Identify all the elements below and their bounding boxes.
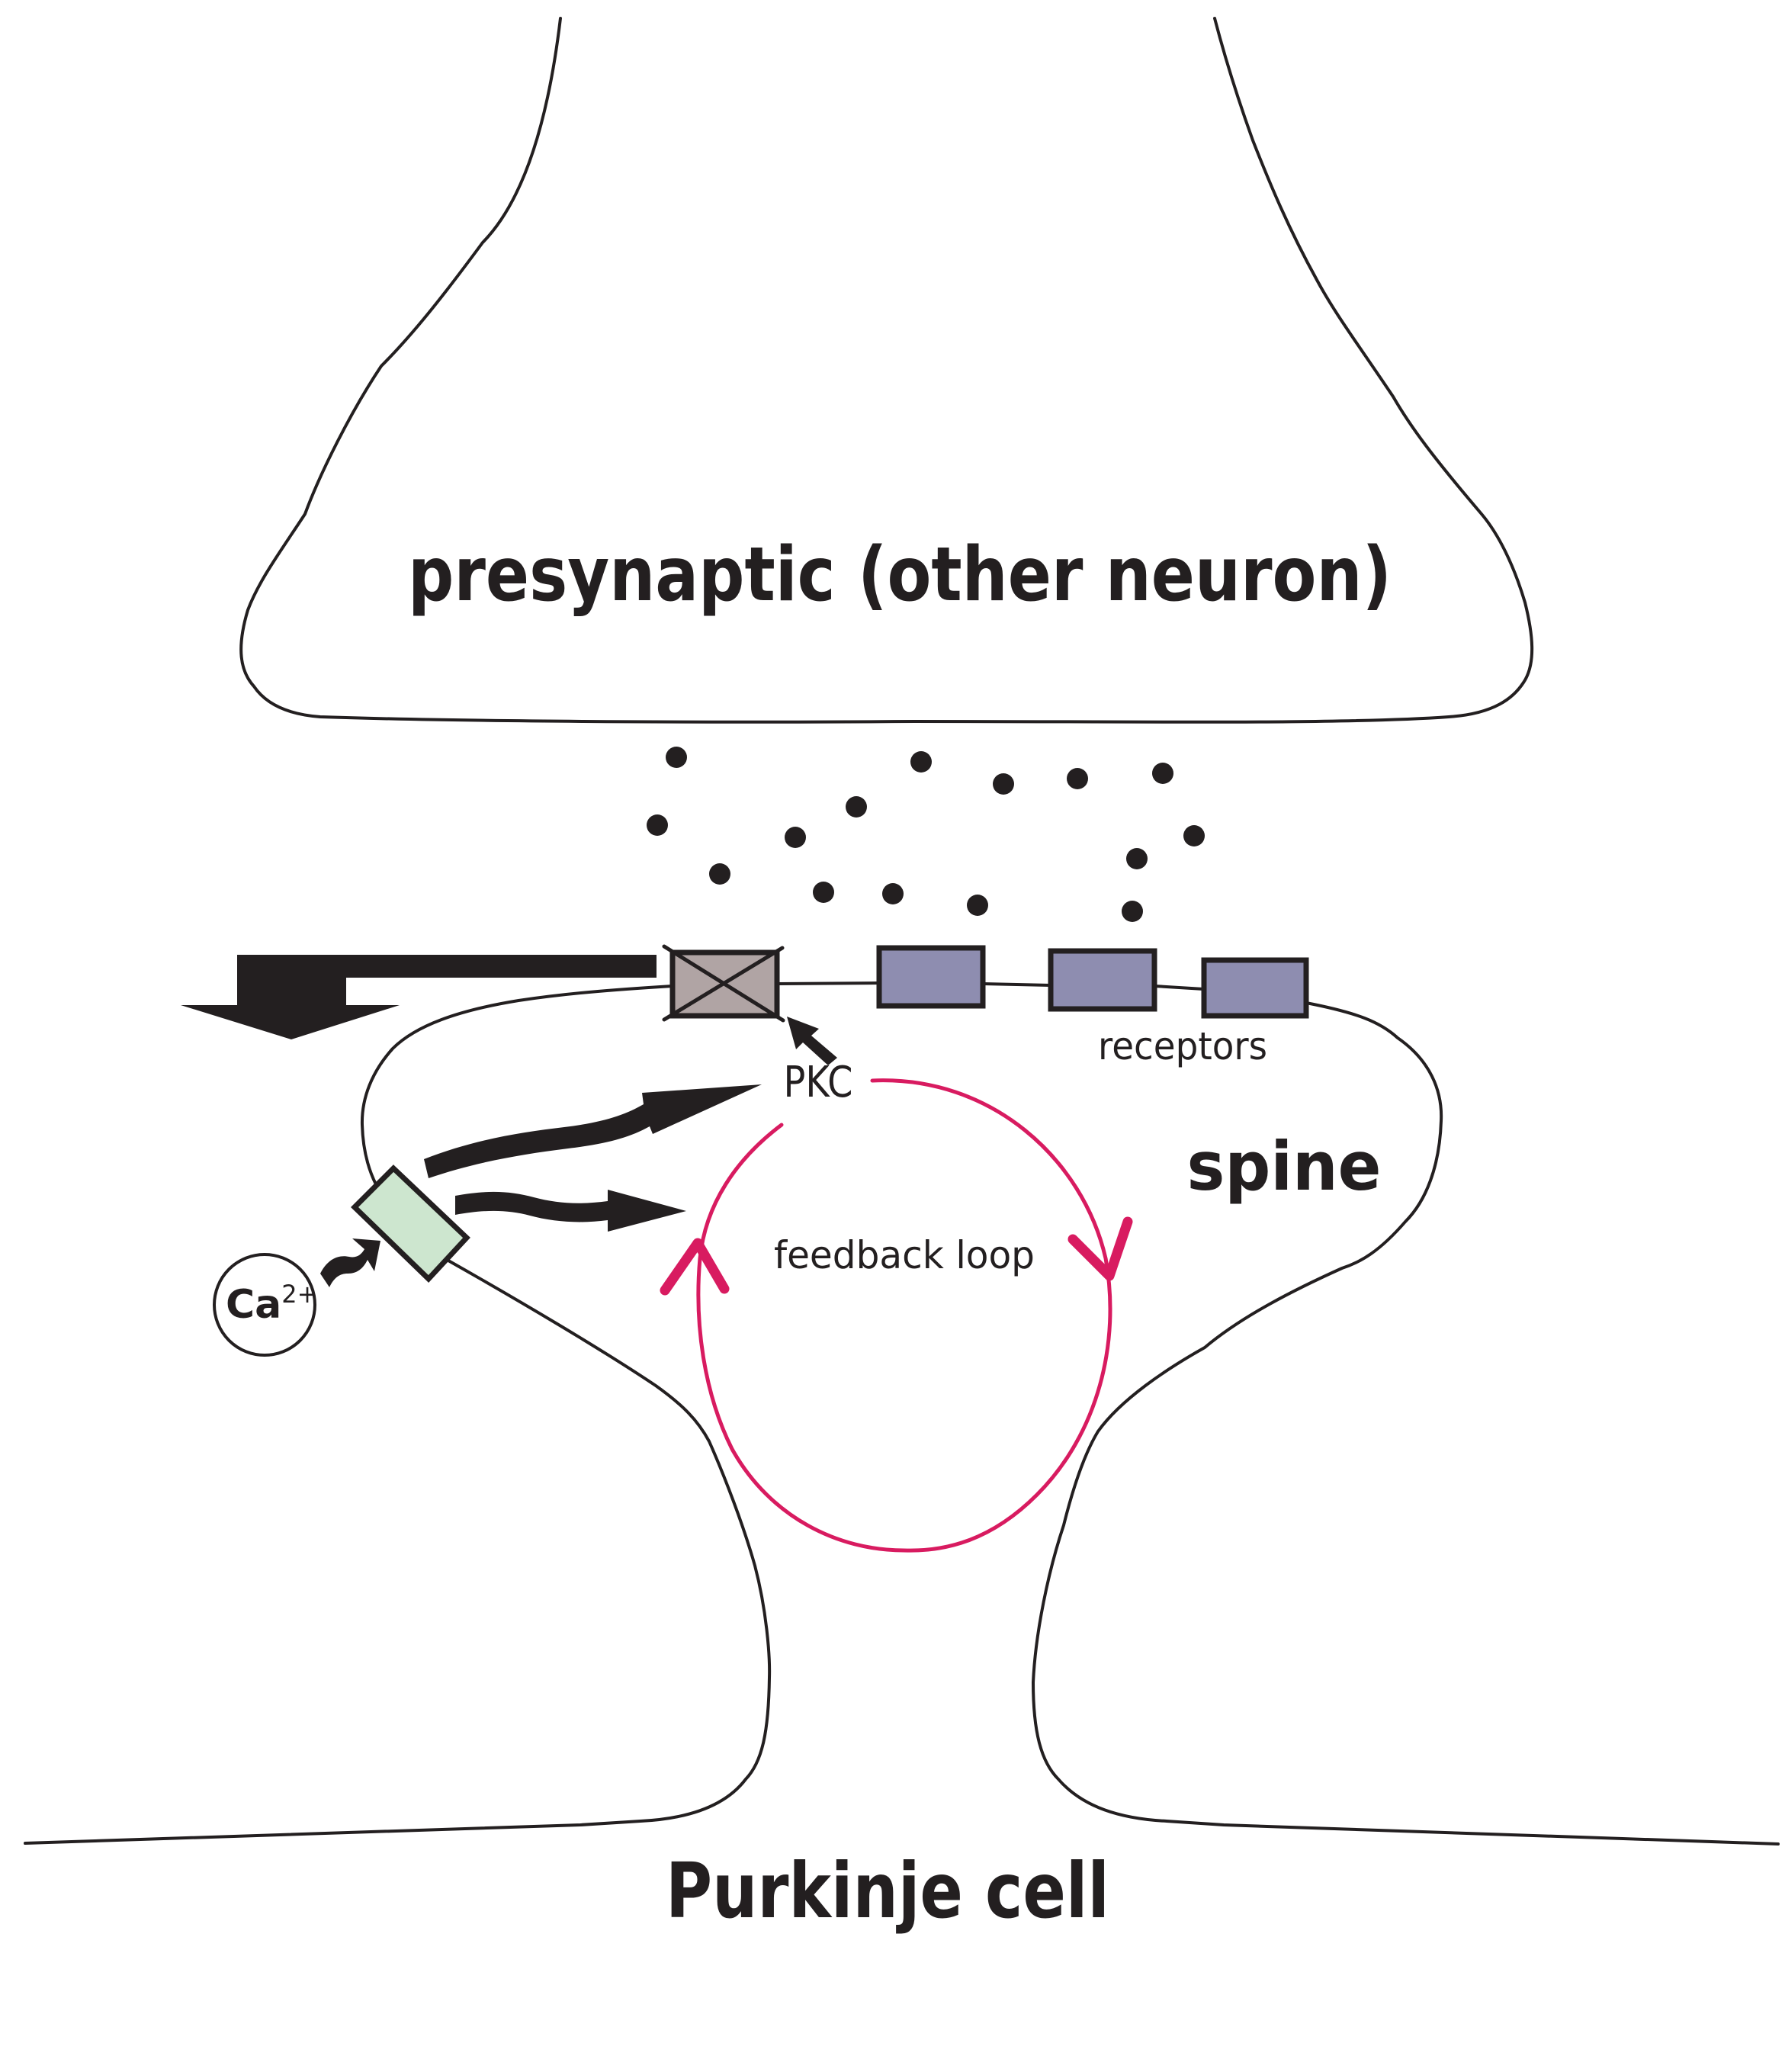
receptor (1201, 957, 1309, 1019)
receptor (876, 945, 986, 1009)
vesicle (882, 883, 904, 904)
neurotransmitter-vesicles (647, 747, 1205, 922)
feedback-loop-label: feedback loop (774, 1233, 1035, 1277)
calcium-charge: 2+ (281, 1280, 317, 1309)
vesicle (967, 895, 988, 916)
vesicle (785, 827, 806, 848)
spine-label: spine (1187, 1127, 1382, 1206)
calcium-ion: Ca2+ (213, 1253, 317, 1357)
membrane-segment (775, 981, 881, 985)
spine-membrane-right (1032, 1001, 1780, 1846)
receptors-label: receptors (1098, 1024, 1267, 1068)
vesicle (846, 796, 867, 818)
membrane-segment (1153, 985, 1206, 991)
pkc-label: PKC (784, 1058, 853, 1107)
presynaptic-label: presynaptic (other neuron) (408, 532, 1392, 618)
receptors (876, 945, 1309, 1019)
vesicle (993, 773, 1014, 795)
presynaptic-terminal-outline (239, 17, 1534, 724)
vesicle (1152, 763, 1173, 784)
membrane-segment (981, 982, 1052, 987)
internalized-receptor (662, 944, 785, 1023)
cross-out-icon (662, 946, 785, 1022)
calcium-ion-label: Ca2+ (226, 1280, 317, 1328)
internalization-arrow-icon (181, 955, 657, 1039)
calcium-symbol: Ca (226, 1282, 281, 1328)
spine-membrane (24, 981, 1780, 1846)
signal-arrow-to-loop-icon (455, 1190, 686, 1232)
vesicle (1067, 768, 1088, 789)
signal-arrow-to-pkc-icon (424, 1084, 762, 1178)
calcium-ion-circle (213, 1253, 316, 1357)
spine-membrane-left-upper (360, 985, 674, 1186)
purkinje-cell-label: Purkinje cell (666, 1846, 1109, 1935)
spine-membrane-left-lower (24, 1259, 772, 1845)
feedback-arrowhead-up-icon (660, 1238, 730, 1296)
pkc-arrow-icon (787, 1017, 837, 1065)
calcium-channel (351, 1164, 470, 1283)
vesicle (647, 814, 668, 836)
vesicle (1126, 848, 1148, 869)
vesicle (666, 747, 687, 768)
receptor (1048, 948, 1157, 1012)
vesicle (709, 863, 730, 885)
calcium-influx-arrow-icon (320, 1238, 380, 1287)
vesicle (1183, 825, 1205, 846)
vesicle (1122, 901, 1143, 922)
feedback-loop-circle (696, 1078, 1112, 1553)
feedback-loop (660, 1078, 1133, 1553)
feedback-arrowhead-down-icon (1067, 1216, 1133, 1281)
vesicle (813, 882, 834, 903)
vesicle (910, 751, 932, 773)
